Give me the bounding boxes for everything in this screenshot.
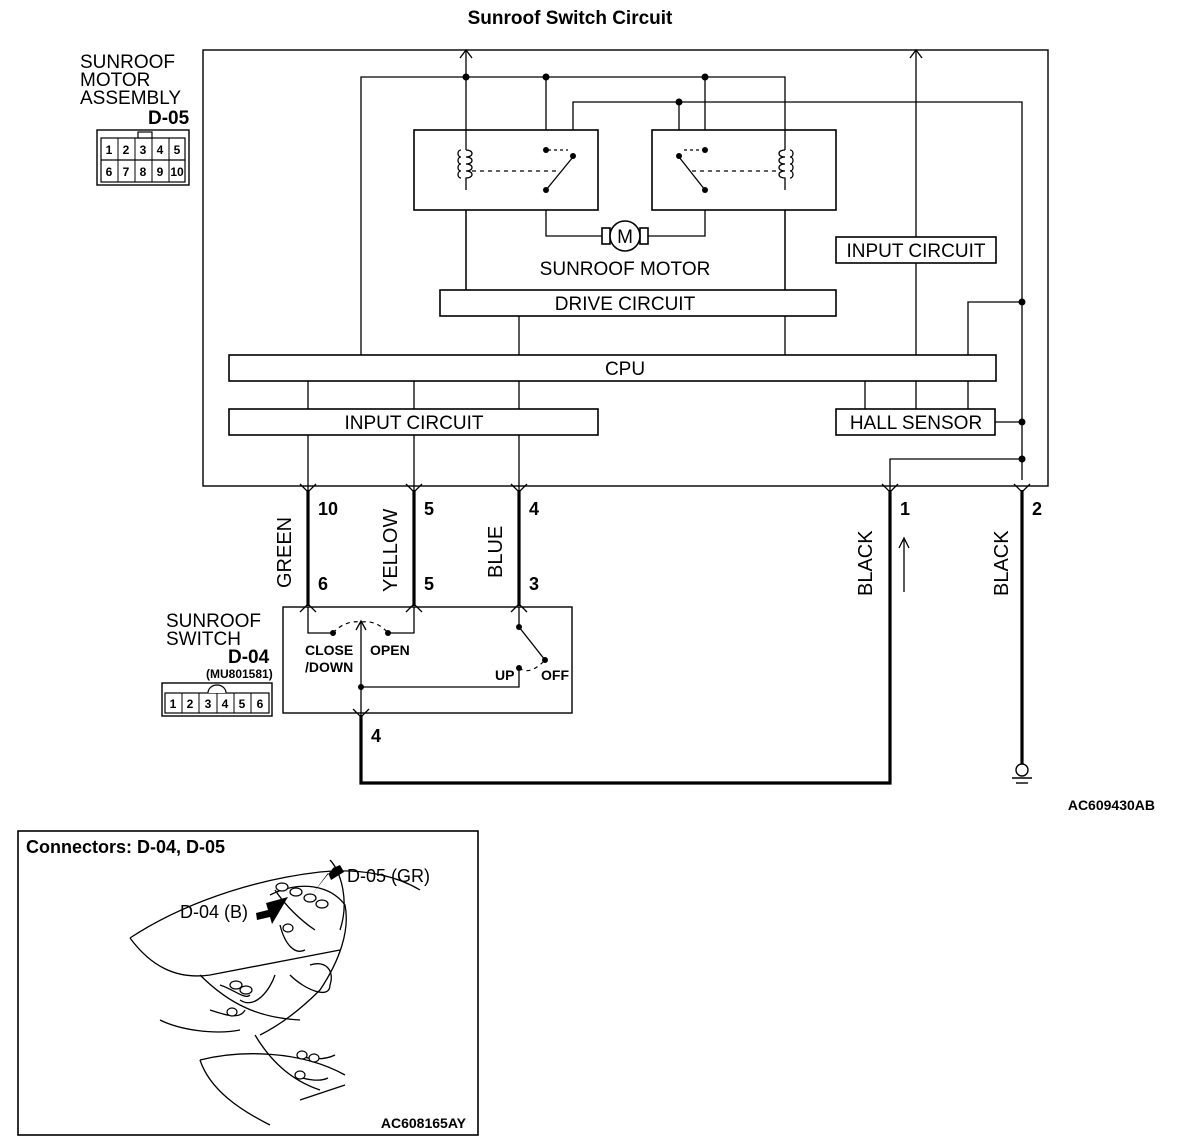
yellow-pin-bottom: 5 bbox=[424, 574, 434, 594]
svg-text:/DOWN: /DOWN bbox=[305, 659, 353, 675]
svg-text:UP: UP bbox=[495, 667, 514, 683]
switch-ground-pin: 4 bbox=[371, 726, 381, 746]
connector-clusters bbox=[226, 882, 329, 1080]
figure-code-top: AC609430AB bbox=[1068, 797, 1155, 813]
svg-text:2: 2 bbox=[123, 143, 130, 157]
svg-text:INPUT CIRCUIT: INPUT CIRCUIT bbox=[847, 241, 986, 262]
svg-text:CPU: CPU bbox=[605, 359, 645, 380]
svg-text:5: 5 bbox=[239, 697, 246, 711]
terminal-markers-top bbox=[299, 483, 1031, 493]
blue-pin-bottom: 3 bbox=[529, 574, 539, 594]
d05-callout: D-05 (GR) bbox=[347, 866, 430, 886]
pointer-arrow-d05 bbox=[313, 862, 344, 893]
svg-text:5: 5 bbox=[174, 143, 181, 157]
wire-color-blue: BLUE bbox=[485, 526, 507, 578]
connector-d05-face: 1 2 3 4 5 6 7 8 9 10 bbox=[96, 129, 190, 186]
sunroof-switch-box: CLOSE /DOWN OPEN UP OFF bbox=[282, 603, 573, 718]
svg-text:4: 4 bbox=[222, 697, 229, 711]
svg-text:2: 2 bbox=[187, 697, 194, 711]
drive-circuit: DRIVE CIRCUIT bbox=[439, 289, 837, 317]
relay-right bbox=[651, 129, 837, 211]
motor-assembly-label: SUNROOF MOTOR ASSEMBLY D-05 bbox=[80, 52, 190, 129]
yellow-pin-top: 5 bbox=[424, 499, 434, 519]
current-flow-arrow bbox=[898, 536, 910, 592]
input-circuit-bottom: INPUT CIRCUIT bbox=[228, 408, 599, 436]
sunroof-switch-label: SUNROOF SWITCH D-04 (MU801581) bbox=[166, 611, 273, 681]
svg-text:3: 3 bbox=[140, 143, 147, 157]
vehicle-line-art bbox=[129, 859, 421, 1126]
svg-text:MOTOR: MOTOR bbox=[80, 70, 150, 91]
svg-text:INPUT CIRCUIT: INPUT CIRCUIT bbox=[345, 413, 484, 434]
svg-text:D-04: D-04 bbox=[228, 647, 270, 668]
svg-text:D-05: D-05 bbox=[148, 108, 190, 129]
motor-assembly-frame bbox=[202, 49, 1049, 487]
svg-text:1: 1 bbox=[170, 697, 177, 711]
svg-text:HALL SENSOR: HALL SENSOR bbox=[850, 413, 982, 434]
blue-pin-top: 4 bbox=[529, 499, 539, 519]
hall-sensor: HALL SENSOR bbox=[835, 408, 996, 436]
relay-left bbox=[413, 129, 599, 211]
black2-pin-top: 2 bbox=[1032, 499, 1042, 519]
svg-text:SWITCH: SWITCH bbox=[166, 629, 241, 650]
svg-text:SUNROOF: SUNROOF bbox=[80, 52, 175, 73]
connectors-panel: Connectors: D-04, D-05 bbox=[17, 830, 479, 1136]
figure-code-bottom: AC608165AY bbox=[381, 1115, 467, 1131]
sunroof-motor: M bbox=[601, 220, 649, 252]
svg-text:6: 6 bbox=[106, 165, 113, 179]
svg-text:1: 1 bbox=[106, 143, 113, 157]
pointer-arrow-d04 bbox=[256, 897, 288, 924]
svg-text:SUNROOF: SUNROOF bbox=[166, 611, 261, 632]
svg-text:DRIVE CIRCUIT: DRIVE CIRCUIT bbox=[555, 294, 696, 315]
svg-text:OFF: OFF bbox=[541, 667, 569, 683]
d04-callout: D-04 (B) bbox=[180, 902, 248, 922]
connector-d04-face: 1 2 3 4 5 6 bbox=[161, 682, 273, 717]
black1-pin-top: 1 bbox=[900, 499, 910, 519]
ground-symbol bbox=[1012, 763, 1032, 784]
svg-text:10: 10 bbox=[170, 165, 184, 179]
svg-text:Connectors: D-04, D-05: Connectors: D-04, D-05 bbox=[26, 837, 225, 857]
sunroof-motor-label: SUNROOF MOTOR bbox=[540, 259, 711, 280]
svg-text:(MU801581): (MU801581) bbox=[206, 667, 273, 681]
wire-color-yellow: YELLOW bbox=[380, 509, 402, 592]
svg-text:ASSEMBLY: ASSEMBLY bbox=[80, 88, 181, 109]
green-pin-top: 10 bbox=[318, 499, 338, 519]
svg-text:9: 9 bbox=[157, 165, 164, 179]
svg-text:7: 7 bbox=[123, 165, 130, 179]
input-circuit-top: INPUT CIRCUIT bbox=[835, 236, 997, 264]
svg-text:3: 3 bbox=[205, 697, 212, 711]
wire-color-black-1: BLACK bbox=[855, 530, 877, 596]
svg-text:OPEN: OPEN bbox=[370, 642, 410, 658]
green-pin-bottom: 6 bbox=[318, 574, 328, 594]
svg-text:CLOSE: CLOSE bbox=[305, 642, 353, 658]
svg-text:4: 4 bbox=[157, 143, 164, 157]
svg-text:6: 6 bbox=[257, 697, 264, 711]
svg-text:M: M bbox=[617, 227, 633, 248]
wire-color-green: GREEN bbox=[274, 517, 296, 588]
cpu-block: CPU bbox=[228, 354, 997, 382]
svg-text:8: 8 bbox=[140, 165, 147, 179]
wire-black-1 bbox=[359, 490, 892, 785]
wire-color-black-2: BLACK bbox=[991, 530, 1013, 596]
diagram-title: Sunroof Switch Circuit bbox=[468, 8, 673, 29]
internal-wiring bbox=[307, 48, 1026, 490]
